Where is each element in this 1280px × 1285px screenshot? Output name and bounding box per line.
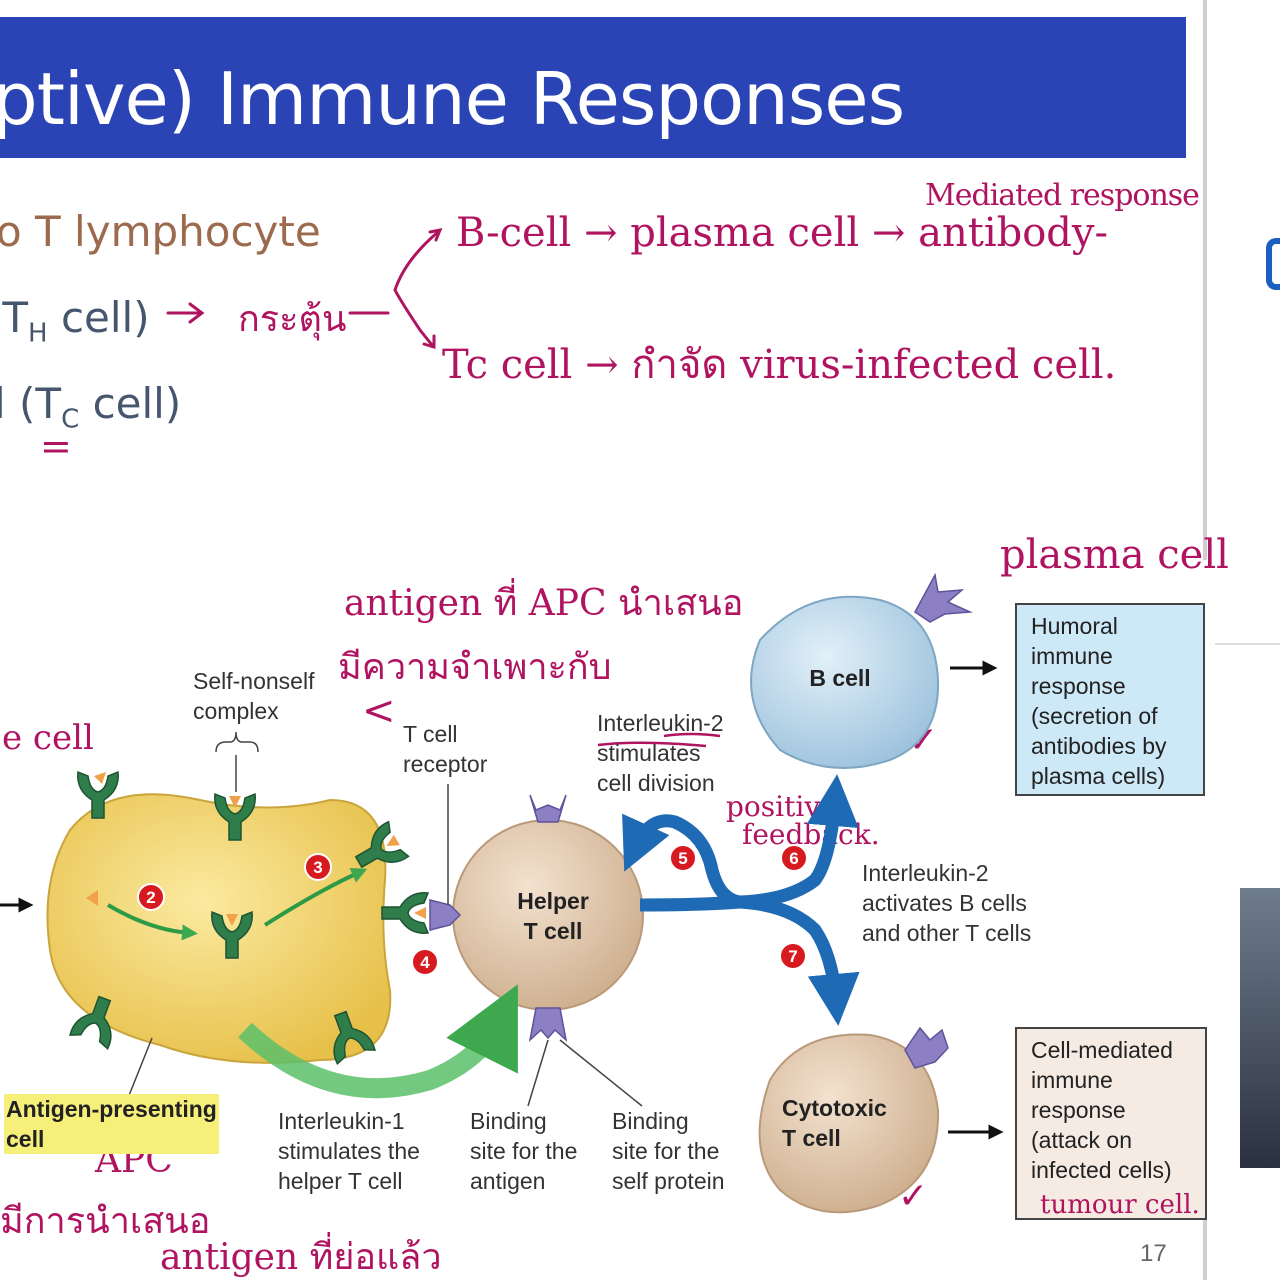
bullet-tc-prefix: l (T (0, 379, 62, 428)
hw-caret: < (362, 688, 396, 734)
il2-flow-arrows (622, 774, 860, 1026)
b-cell (750, 595, 940, 769)
page-number: 17 (1140, 1240, 1167, 1267)
hw-gra-tun: กระตุ้น (238, 299, 347, 340)
side-thumbnail-icon (1266, 238, 1280, 290)
step-6: 6 (789, 849, 798, 868)
step-2: 2 (146, 888, 155, 907)
title-bar: ptive) Immune Responses (0, 17, 1186, 158)
cell-mediated-response-box: Cell-mediated immune response (attack on… (1015, 1027, 1207, 1220)
step-5: 5 (678, 849, 687, 868)
step-badges: 2 3 4 5 6 7 (137, 844, 808, 976)
label-b-cell: B cell (809, 665, 871, 691)
bullet-th-sub: H (28, 318, 48, 349)
bullet-t-lymphocyte: o T lymphocyte (0, 207, 321, 256)
step-3: 3 (313, 858, 322, 877)
hw-apc-desc-2: antigen ที่ย่อแล้ว (160, 1237, 442, 1278)
label-binding-antigen: Binding site for the antigen (470, 1108, 578, 1194)
label-il2-stimulates: Interleukin-2 stimulates cell division (597, 710, 724, 796)
bullet-tc-suffix: cell) (79, 379, 182, 428)
hw-e-cell: e cell (2, 718, 94, 758)
hw-arrows-top (166, 227, 443, 350)
right-divider-lower (1203, 1220, 1207, 1280)
hw-mediated-response: Mediated response (925, 178, 1200, 213)
hw-b-cell-line: B-cell → plasma cell → antibody- (456, 210, 1109, 256)
label-t-cell-receptor: T cell receptor (403, 721, 488, 777)
il1-arrow (238, 984, 518, 1099)
label-il2-activates: Interleukin-2 activates B cells and othe… (862, 860, 1032, 946)
helper-receptors (429, 794, 568, 1043)
hw-underlines (597, 732, 721, 748)
bullet-th-cell: (TH cell) (0, 293, 150, 348)
bullet-th-suffix: cell) (47, 293, 150, 342)
step-7: 7 (788, 947, 797, 966)
hw-tc-line: Tc cell → กำจัด virus-infected cell. (442, 342, 1117, 388)
hw-antigen-apc-1: antigen ที่ APC นำเสนอ (344, 583, 744, 624)
hw-tumour-cell: tumour cell. (1040, 1190, 1200, 1220)
label-helper-t-cell: Helper T cell (517, 888, 589, 944)
side-thumbnail-image (1240, 888, 1280, 1168)
hw-antigen-apc-2: มีความจำเพาะกับ (338, 647, 612, 688)
hw-equals: = (40, 424, 72, 468)
right-divider (1203, 0, 1207, 560)
slide-title: ptive) Immune Responses (0, 57, 905, 141)
bullet-tc-sub: C (61, 404, 80, 435)
leader-lines (127, 731, 643, 1107)
cytotoxic-receptor (904, 1026, 949, 1069)
label-binding-self: Binding site for the self protein (612, 1108, 725, 1194)
mhc-complexes (69, 770, 430, 1065)
humoral-response-box: Humoral immune response (secretion of an… (1015, 603, 1205, 796)
step-4: 4 (420, 953, 430, 972)
hw-apc-desc-1: มีการนำเสนอ (0, 1201, 211, 1242)
immune-diagram: 2 3 4 5 6 7 (0, 572, 1004, 1214)
label-cytotoxic-t-cell: Cytotoxic T cell (782, 1095, 887, 1151)
side-divider (1215, 643, 1280, 645)
bullet-tc-cell: l (TC cell) (0, 379, 181, 434)
label-apc: Antigen-presenting cell (4, 1094, 219, 1154)
b-cell-receptor (914, 572, 973, 623)
label-self-nonself: Self-nonself complex (193, 668, 315, 724)
cytotoxic-t-cell (758, 1033, 940, 1214)
label-il1-stimulates: Interleukin-1 stimulates the helper T ce… (278, 1108, 420, 1194)
bullet-th-prefix: (T (0, 293, 29, 342)
apc-process-arrows (106, 867, 368, 941)
antigen-fragment (86, 890, 98, 906)
hw-plasma-cell: plasma cell (1000, 532, 1229, 578)
